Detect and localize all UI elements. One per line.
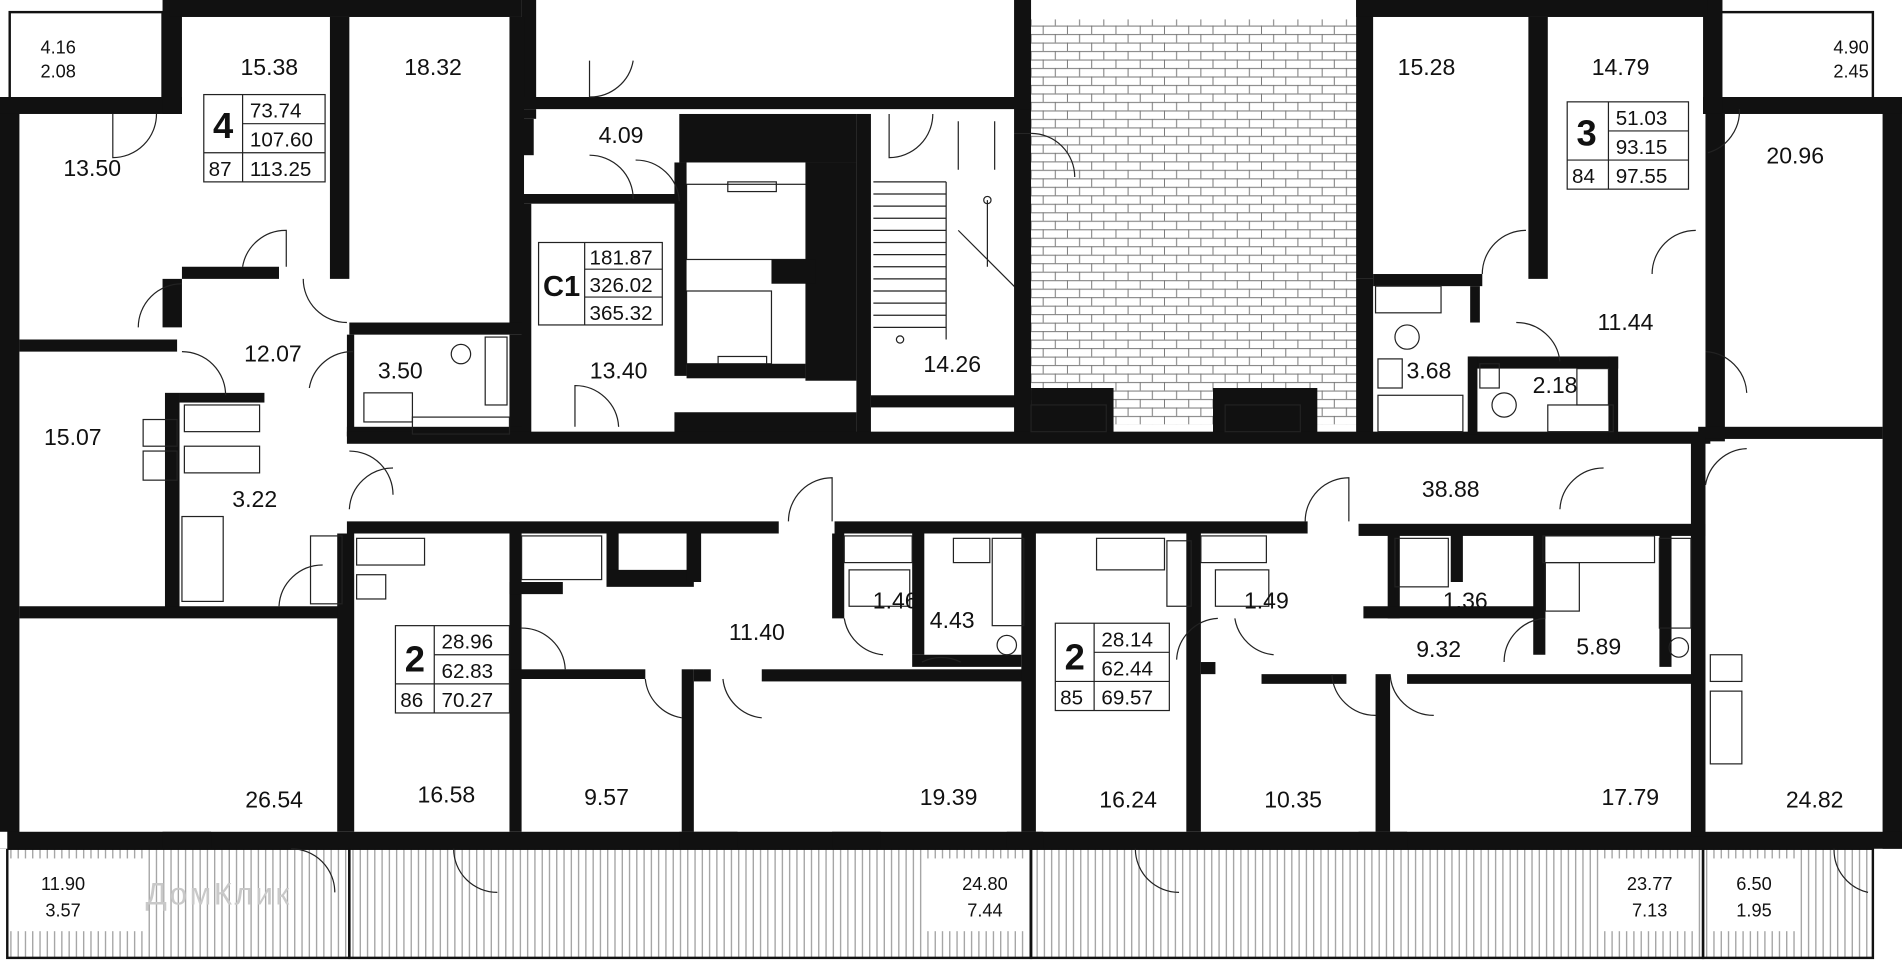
room-area: 3.22	[232, 486, 277, 512]
room-area: 15.38	[240, 54, 298, 80]
room-area: 18.32	[404, 54, 462, 80]
unit-box-87: 4 87 73.74 107.60 113.25	[203, 93, 326, 183]
unit-87-rooms: 4	[213, 105, 234, 146]
room-area: 15.28	[1398, 54, 1456, 80]
balcony-reduced: 2.45	[1833, 62, 1868, 82]
room-area: 16.24	[1099, 787, 1157, 813]
bathroom-fixtures	[142, 285, 1743, 765]
room-labels: 15.38 18.32 13.50 4.09 12.07 3.50 13.40 …	[44, 54, 1844, 812]
room-area: 9.32	[1416, 636, 1461, 662]
balcony-bottom-2	[348, 847, 1033, 960]
balcony-total: 23.77	[1627, 874, 1673, 894]
balcony-reduced: 3.57	[45, 901, 80, 921]
unit-85-rooms: 2	[1065, 636, 1085, 677]
room-area: 1.49	[1244, 588, 1289, 614]
room-area: 11.40	[729, 619, 785, 645]
room-area: 4.43	[930, 607, 975, 633]
watermark: ДомКлик	[146, 876, 292, 912]
unit-c1-type: C1	[543, 271, 580, 303]
unit-85-total: 62.44	[1101, 657, 1153, 680]
room-area: 19.39	[920, 784, 978, 810]
unit-84-total: 93.15	[1616, 136, 1668, 159]
unit-87-total: 107.60	[250, 129, 313, 152]
room-area: 1.36	[1443, 588, 1488, 614]
room-area: 5.89	[1576, 634, 1621, 660]
brick-hatch	[1028, 19, 1359, 425]
unit-86-total: 62.83	[442, 660, 494, 683]
room-area: 15.07	[44, 424, 102, 450]
unit-84-living: 51.03	[1616, 107, 1668, 130]
balcony-reduced: 1.95	[1736, 901, 1771, 921]
unit-box-86: 2 86 28.96 62.83 70.27	[394, 625, 511, 714]
unit-84-rooms: 3	[1576, 113, 1596, 154]
room-area: 14.26	[923, 351, 981, 377]
room-area: 13.40	[590, 357, 648, 383]
room-area: 16.58	[418, 782, 476, 808]
balcony-reduced: 2.08	[41, 62, 76, 82]
unit-c1-total: 326.02	[590, 274, 653, 297]
room-area: 11.44	[1597, 309, 1653, 335]
room-area: 1.46	[873, 588, 918, 614]
room-area: 20.96	[1766, 143, 1824, 169]
unit-87-total-balcony: 113.25	[250, 158, 312, 181]
unit-box-84: 3 84 51.03 93.15 97.55	[1566, 101, 1690, 190]
room-area: 3.50	[378, 357, 423, 383]
unit-85-living: 28.14	[1101, 628, 1153, 651]
unit-c1-total-balcony: 365.32	[590, 302, 653, 325]
balcony-total: 11.90	[41, 874, 85, 894]
unit-84-total-balcony: 97.55	[1616, 165, 1668, 188]
unit-84-number: 84	[1572, 165, 1595, 188]
door-swings	[112, 60, 1869, 894]
unit-86-number: 86	[400, 689, 423, 712]
room-area: 4.09	[599, 122, 644, 148]
unit-87-living: 73.74	[250, 100, 302, 123]
room-area: 13.50	[63, 155, 121, 181]
balcony-total: 24.80	[962, 874, 1008, 894]
balcony-reduced: 7.44	[967, 901, 1002, 921]
balcony-total: 6.50	[1736, 874, 1771, 894]
unit-86-living: 28.96	[442, 631, 494, 654]
room-area: 24.82	[1786, 787, 1844, 813]
room-area: 26.54	[245, 787, 303, 813]
balcony-reduced: 7.13	[1632, 901, 1667, 921]
unit-86-rooms: 2	[405, 639, 425, 680]
room-area: 10.35	[1264, 787, 1322, 813]
room-area: 3.68	[1406, 357, 1451, 383]
room-area: 9.57	[584, 784, 629, 810]
unit-86-total-balcony: 70.27	[442, 689, 494, 712]
unit-85-number: 85	[1060, 686, 1083, 709]
walls	[0, 0, 1902, 849]
unit-box-85: 2 85 28.14 62.44 69.57	[1054, 622, 1170, 712]
unit-box-c1: C1 181.87 326.02 365.32	[537, 241, 663, 326]
balconies	[6, 10, 1875, 960]
unit-87-number: 87	[209, 158, 232, 181]
balcony-top-left	[8, 10, 164, 101]
balcony-total: 4.16	[41, 37, 76, 57]
balcony-labels: 4.16 2.08 4.90 2.45 11.90 3.57 24.80 7.4…	[41, 37, 1869, 920]
staircase	[873, 121, 1020, 344]
unit-c1-living: 181.87	[590, 246, 653, 269]
unit-85-total-balcony: 69.57	[1101, 686, 1153, 709]
room-area: 17.79	[1601, 784, 1659, 810]
balcony-total: 4.90	[1833, 37, 1868, 57]
room-area: 12.07	[244, 340, 302, 366]
room-area: 14.79	[1592, 54, 1650, 80]
room-area: 38.88	[1422, 476, 1480, 502]
room-area: 2.18	[1533, 372, 1578, 398]
